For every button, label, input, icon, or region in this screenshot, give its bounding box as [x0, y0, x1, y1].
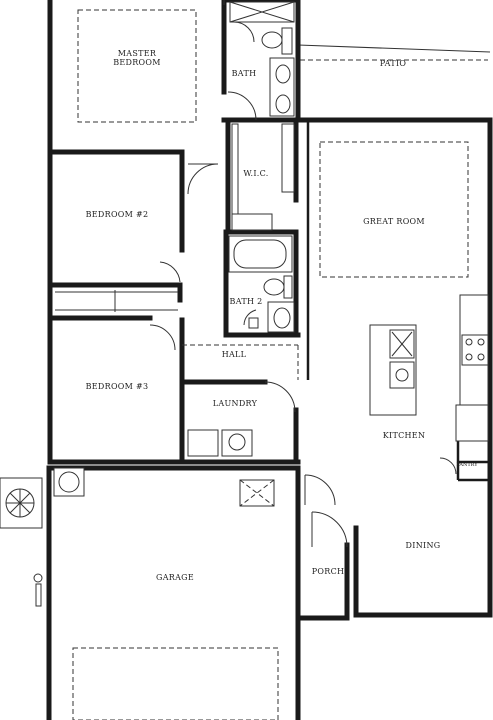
- exterior-walls: [46, 0, 493, 720]
- label-wic: W.I.C.: [243, 169, 268, 178]
- label-master-bedroom-line1: MASTER: [118, 49, 157, 58]
- dashed-outlines: [72, 0, 469, 720]
- label-porch: PORCH: [312, 567, 345, 576]
- label-bath: BATH: [232, 69, 257, 78]
- patio-outline: [297, 44, 491, 120]
- label-kitchen: KITCHEN: [383, 431, 426, 440]
- bath-fixtures: [228, 1, 295, 333]
- closets: [55, 290, 178, 312]
- label-bedroom-2: BEDROOM #2: [86, 210, 149, 219]
- label-hall: HALL: [222, 350, 247, 359]
- room-labels: MASTER BEDROOM BATH PATIO W.I.C. GREAT R…: [86, 49, 479, 582]
- label-bath-2: BATH 2: [230, 297, 263, 306]
- interior-walls: [46, 0, 490, 508]
- label-master-bedroom-line2: BEDROOM: [113, 58, 161, 67]
- label-pantry: PANTRY: [456, 462, 478, 468]
- wic-shelving: [231, 123, 295, 231]
- label-patio: PATIO: [380, 59, 407, 68]
- label-bedroom-3: BEDROOM #3: [86, 382, 149, 391]
- kitchen-fixtures: [369, 294, 489, 442]
- label-garage: GARAGE: [156, 573, 194, 582]
- label-great-room: GREAT ROOM: [363, 217, 425, 226]
- doors: [149, 21, 457, 548]
- mechanical: [0, 467, 275, 607]
- laundry-appliances: [187, 429, 253, 457]
- label-dining: DINING: [406, 541, 441, 550]
- label-laundry: LAUNDRY: [213, 399, 258, 408]
